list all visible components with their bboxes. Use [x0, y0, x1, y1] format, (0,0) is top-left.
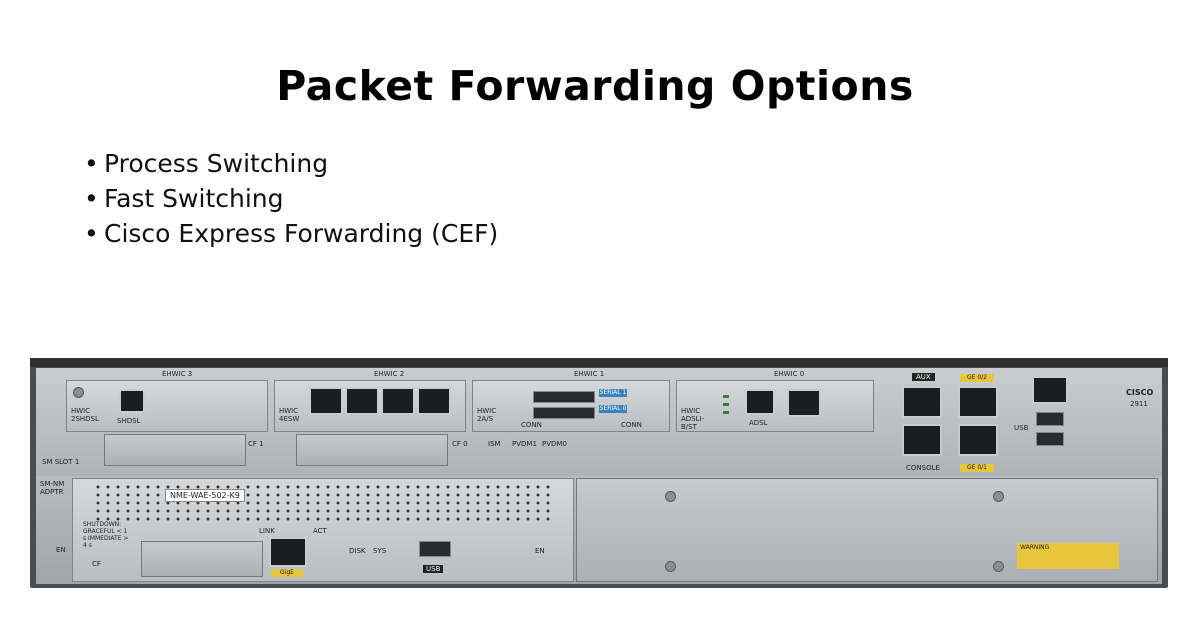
- ge01-label: GE 0/1: [960, 464, 994, 472]
- adsl-port[interactable]: [745, 389, 775, 415]
- nme-module: NME-WAE-502-K9 SHUTDOWN: GRACEFUL < 1 s …: [72, 478, 574, 582]
- serial-port[interactable]: [533, 407, 595, 419]
- link-label: LINK: [259, 527, 275, 535]
- cisco-logo: CISCO: [1126, 388, 1154, 397]
- usb-label: USB: [423, 565, 444, 573]
- screw-icon: [665, 561, 676, 572]
- aux-label: AUX: [912, 373, 935, 381]
- card-hwic-2as: HWIC 2A/S SERIAL 1 SERIAL 0 CONN CONN: [472, 380, 670, 432]
- bullet-text: Cisco Express Forwarding (CEF): [104, 219, 499, 248]
- pvdm1-label: PVDM1: [512, 440, 537, 448]
- serial-port[interactable]: [533, 391, 595, 403]
- gige-port[interactable]: [269, 537, 307, 567]
- card-label: HWIC 2SHDSL: [71, 407, 99, 423]
- slot-label-ehwic2: EHWIC 2: [374, 370, 405, 378]
- act-label: ACT: [313, 527, 327, 535]
- lower-bay: SM-NM ADPTR NME-WAE-502-K9 SHUTDOWN: GRA…: [36, 476, 1162, 584]
- status-led: [723, 411, 729, 414]
- router-image: EHWIC 3 EHWIC 2 EHWIC 1 EHWIC 0 HWIC 2SH…: [30, 358, 1168, 588]
- ge02-label: GE 0/2: [960, 374, 994, 382]
- ethernet-port[interactable]: [381, 387, 415, 415]
- sys-label: SYS: [373, 547, 387, 555]
- slide-title: Packet Forwarding Options: [276, 62, 914, 110]
- console-port[interactable]: [902, 424, 942, 456]
- model-label: 2911: [1130, 400, 1148, 408]
- slot-label-ehwic3: EHWIC 3: [162, 370, 193, 378]
- ethernet-port[interactable]: [417, 387, 451, 415]
- ethernet-port[interactable]: [309, 387, 343, 415]
- slot-label-ehwic0: EHWIC 0: [774, 370, 805, 378]
- console-label: CONSOLE: [906, 464, 940, 472]
- bullet-list: •Process Switching •Fast Switching •Cisc…: [84, 146, 498, 251]
- status-led: [723, 395, 729, 398]
- screw-icon: [73, 387, 84, 398]
- status-led: [723, 403, 729, 406]
- shdsl-port[interactable]: [119, 389, 145, 413]
- chassis-top: [30, 358, 1168, 367]
- blank-slot-cover: WARNING: [576, 478, 1158, 582]
- card-label: HWIC ADSLI-B/ST: [681, 407, 705, 431]
- isdn-port[interactable]: [787, 389, 821, 417]
- bullet-text: Fast Switching: [104, 184, 284, 213]
- disk-label: DISK: [349, 547, 366, 555]
- upper-bay: EHWIC 3 EHWIC 2 EHWIC 1 EHWIC 0 HWIC 2SH…: [36, 368, 1162, 476]
- en-label: EN: [56, 546, 66, 554]
- module-label: NME-WAE-502-K9: [165, 489, 245, 502]
- shutdown-label: SHUTDOWN: GRACEFUL < 1 s IMMEDIATE > 4 s: [83, 521, 129, 549]
- sm-nm-label: SM-NM ADPTR: [40, 480, 65, 496]
- sm-slot-label: SM SLOT 1: [42, 458, 80, 466]
- bullet-item: •Process Switching: [84, 146, 498, 181]
- usb-port[interactable]: [419, 541, 451, 557]
- card-hwic-2shdsl: HWIC 2SHDSL SHDSL: [66, 380, 268, 432]
- cf-slot[interactable]: [141, 541, 263, 577]
- bullet-item: •Cisco Express Forwarding (CEF): [84, 216, 498, 251]
- usb-port[interactable]: [1036, 412, 1064, 426]
- ism-label: ISM: [488, 440, 501, 448]
- slot-label-ehwic1: EHWIC 1: [574, 370, 605, 378]
- screw-icon: [665, 491, 676, 502]
- card-label: HWIC 4ESW: [279, 407, 300, 423]
- en-label: EN: [535, 547, 545, 555]
- adsl-label: ADSL: [749, 419, 768, 427]
- serial0-label: SERIAL 0: [599, 405, 627, 413]
- ge01-port[interactable]: [958, 424, 998, 456]
- usb-label: USB: [1014, 424, 1029, 432]
- bullet-item: •Fast Switching: [84, 181, 498, 216]
- pvdm0-label: PVDM0: [542, 440, 567, 448]
- ge00-port[interactable]: [1032, 376, 1068, 404]
- bullet-dot: •: [84, 184, 99, 213]
- port-label: SHDSL: [117, 417, 141, 425]
- warning-label: WARNING: [1017, 543, 1119, 569]
- bullet-dot: •: [84, 149, 99, 178]
- conn-label: CONN: [621, 421, 642, 429]
- card-hwic-adsl: HWIC ADSLI-B/ST ADSL: [676, 380, 874, 432]
- card-label: HWIC 2A/S: [477, 407, 497, 423]
- bullet-text: Process Switching: [104, 149, 329, 178]
- cf0-label: CF 0: [452, 440, 468, 448]
- screw-icon: [993, 491, 1004, 502]
- usb-port[interactable]: [1036, 432, 1064, 446]
- ethernet-port[interactable]: [345, 387, 379, 415]
- bullet-dot: •: [84, 219, 99, 248]
- conn-label: CONN: [521, 421, 542, 429]
- vent-grille: [93, 483, 553, 523]
- card-hwic-4esw: HWIC 4ESW: [274, 380, 466, 432]
- cf0-slot[interactable]: [296, 434, 448, 466]
- serial1-label: SERIAL 1: [599, 389, 627, 397]
- cf1-slot[interactable]: [104, 434, 246, 466]
- aux-port[interactable]: [902, 386, 942, 418]
- gige-label: GigE: [271, 569, 303, 577]
- cf-label: CF: [92, 560, 101, 568]
- cf1-label: CF 1: [248, 440, 264, 448]
- ge02-port[interactable]: [958, 386, 998, 418]
- screw-icon: [993, 561, 1004, 572]
